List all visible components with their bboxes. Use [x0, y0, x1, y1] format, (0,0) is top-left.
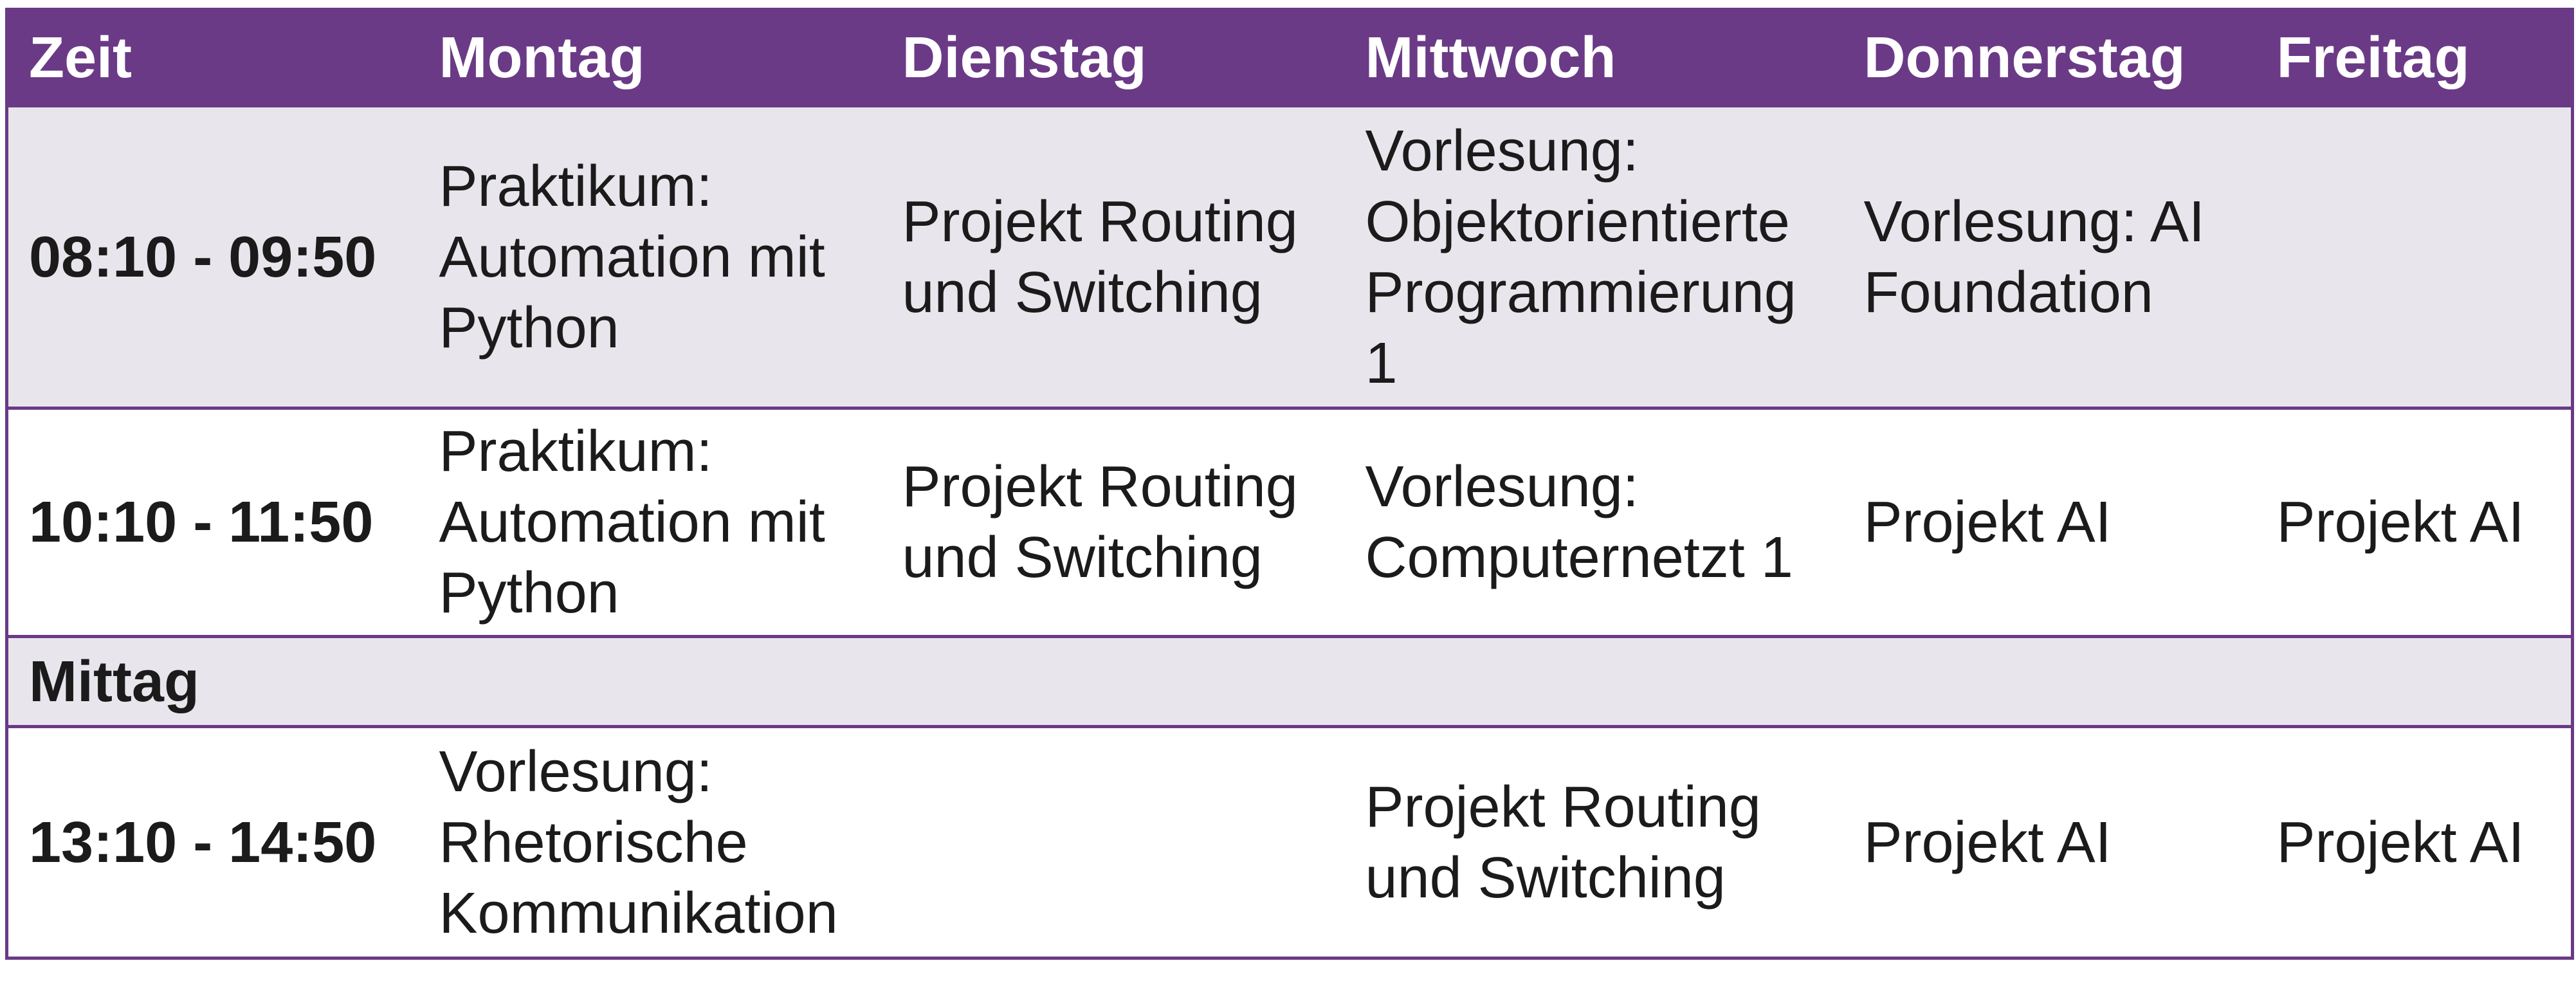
header-wednesday: Mittwoch — [1365, 25, 1616, 90]
table-row: 10:10 - 11:50 Praktikum: Automation mit … — [6, 408, 2573, 637]
weekly-timetable: Zeit Montag Dienstag Mittwoch Donnerstag… — [5, 8, 2574, 960]
tuesday-cell: Projekt Routing und Switching — [902, 189, 1298, 325]
lunch-label: Mittag — [29, 649, 199, 714]
lunch-row: Mittag — [6, 636, 2573, 727]
header-time: Zeit — [29, 25, 132, 90]
time-slot: 13:10 - 14:50 — [29, 810, 377, 875]
monday-cell: Praktikum: Automation mit Python — [439, 154, 825, 360]
table-row: 13:10 - 14:50 Vorlesung: Rhetorische Kom… — [6, 726, 2573, 958]
thursday-cell: Projekt AI — [1863, 490, 2112, 554]
table-header: Zeit Montag Dienstag Mittwoch Donnerstag… — [6, 9, 2573, 106]
header-tuesday: Dienstag — [902, 25, 1147, 90]
wednesday-cell: Projekt Routing und Switching — [1365, 774, 1761, 910]
tuesday-cell: Projekt Routing und Switching — [902, 455, 1298, 590]
thursday-cell: Projekt AI — [1863, 810, 2112, 875]
header-row: Zeit Montag Dienstag Mittwoch Donnerstag… — [6, 9, 2573, 106]
friday-cell — [2256, 106, 2573, 408]
header-friday: Freitag — [2276, 25, 2470, 90]
wednesday-cell: Vorlesung: Computernetzt 1 — [1365, 455, 1793, 590]
wednesday-cell: Vorlesung: Objektorientierte Programmier… — [1365, 118, 1796, 396]
time-slot: 10:10 - 11:50 — [29, 490, 374, 554]
table-body: 08:10 - 09:50 Praktikum: Automation mit … — [6, 105, 2573, 958]
thursday-cell: Vorlesung: AI Foundation — [1863, 189, 2205, 325]
header-monday: Montag — [439, 25, 645, 90]
table-row: 08:10 - 09:50 Praktikum: Automation mit … — [6, 105, 2573, 408]
friday-cell: Projekt AI — [2276, 490, 2525, 554]
friday-cell: Projekt AI — [2276, 810, 2525, 875]
monday-cell: Praktikum: Automation mit Python — [439, 419, 825, 625]
time-slot: 08:10 - 09:50 — [29, 225, 377, 289]
monday-cell: Vorlesung: Rhetorische Kommunikation — [439, 739, 838, 946]
header-thursday: Donnerstag — [1863, 25, 2186, 90]
tuesday-cell — [882, 727, 1345, 958]
